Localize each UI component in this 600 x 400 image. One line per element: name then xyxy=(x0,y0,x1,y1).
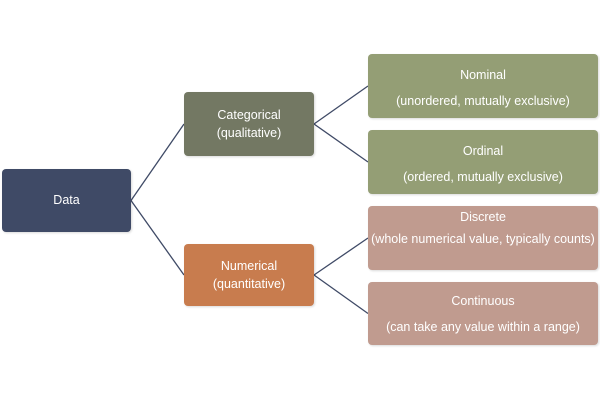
connector-data-numerical xyxy=(130,200,185,276)
node-ordinal-label: Ordinal xyxy=(462,144,504,158)
node-ordinal-sublabel: (ordered, mutually exclusive) xyxy=(403,170,563,185)
connector-categorical-nominal xyxy=(313,85,369,125)
node-continuous-sublabel: (can take any value within a range) xyxy=(386,320,580,335)
node-data: Data xyxy=(2,169,131,232)
node-nominal-sublabel: (unordered, mutually exclusive) xyxy=(396,94,570,109)
node-data-label: Data xyxy=(53,193,80,208)
node-numerical-sublabel: (quantitative) xyxy=(212,277,286,291)
node-categorical-sublabel: (qualitative) xyxy=(216,126,282,140)
connector-numerical-continuous xyxy=(313,274,369,315)
node-categorical: Categorical (qualitative) xyxy=(184,92,314,156)
node-nominal: Nominal (unordered, mutually exclusive) xyxy=(368,54,598,118)
node-continuous: Continuous (can take any value within a … xyxy=(368,282,598,345)
node-nominal-label: Nominal xyxy=(460,68,506,82)
node-continuous-label: Continuous xyxy=(451,294,515,308)
node-numerical: Numerical (quantitative) xyxy=(184,244,314,306)
connector-numerical-discrete xyxy=(313,237,369,276)
node-discrete-label: Discrete xyxy=(460,210,506,224)
connector-data-categorical xyxy=(130,123,185,201)
node-categorical-label: Categorical xyxy=(217,107,281,122)
node-ordinal: Ordinal (ordered, mutually exclusive) xyxy=(368,130,598,194)
node-discrete-sublabel: (whole numerical value, typically counts… xyxy=(371,232,595,247)
node-discrete: Discrete (whole numerical value, typical… xyxy=(368,206,598,270)
node-numerical-label: Numerical xyxy=(220,258,278,273)
connector-categorical-ordinal xyxy=(313,123,369,163)
